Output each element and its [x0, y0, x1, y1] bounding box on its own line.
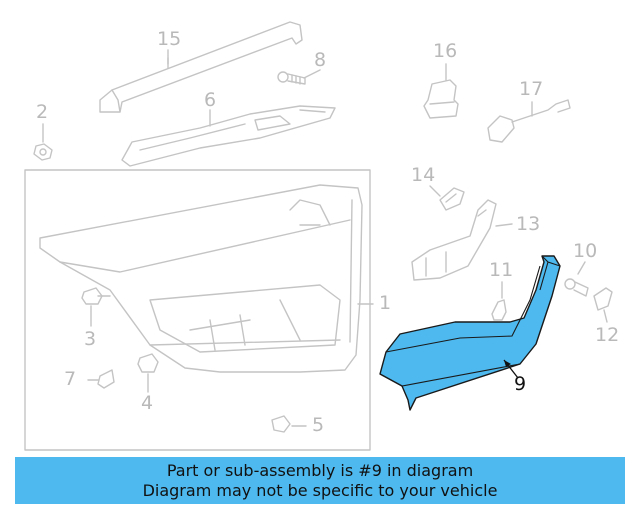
- parts-diagram: [24, 21, 613, 451]
- callout-12[interactable]: 12: [595, 324, 620, 346]
- part-3-shape: [81, 287, 111, 305]
- callout-8[interactable]: 8: [314, 49, 327, 71]
- info-banner: Part or sub-assembly is #9 in diagram Di…: [15, 457, 625, 504]
- part-17-shape: [487, 99, 571, 143]
- part-12-shape: [593, 287, 613, 311]
- callout-17[interactable]: 17: [519, 78, 544, 100]
- callout-7[interactable]: 7: [64, 368, 77, 390]
- part-16-shape: [423, 79, 459, 119]
- part-13-shape: [411, 199, 497, 281]
- callout-11[interactable]: 11: [489, 259, 514, 281]
- callout-16[interactable]: 16: [433, 40, 458, 62]
- part-11-shape: [491, 299, 507, 321]
- part-5-shape: [271, 415, 291, 433]
- banner-line-1: Part or sub-assembly is #9 in diagram: [166, 460, 474, 480]
- callout-9[interactable]: 9: [514, 373, 527, 395]
- callout-5[interactable]: 5: [312, 414, 325, 436]
- leader-arrow-9: [504, 360, 511, 367]
- callout-14[interactable]: 14: [411, 164, 436, 186]
- part-8-shape: [277, 71, 306, 85]
- part-15-shape: [99, 21, 303, 113]
- callout-6[interactable]: 6: [204, 89, 217, 111]
- callout-13[interactable]: 13: [516, 213, 541, 235]
- leader-lines: [42, 49, 608, 427]
- callout-3[interactable]: 3: [84, 328, 97, 350]
- part-1-shape: [24, 169, 371, 451]
- callout-10[interactable]: 10: [573, 240, 598, 262]
- banner-line-2: Diagram may not be specific to your vehi…: [142, 480, 498, 500]
- part-14-shape: [439, 187, 465, 211]
- part-2-shape: [33, 143, 53, 161]
- part-10-shape: [564, 278, 589, 297]
- callout-2[interactable]: 2: [36, 101, 49, 123]
- part-7-shape: [97, 369, 115, 389]
- callout-1[interactable]: 1: [379, 292, 392, 314]
- callout-15[interactable]: 15: [157, 28, 182, 50]
- part-4-shape: [137, 353, 159, 373]
- callout-4[interactable]: 4: [141, 392, 154, 414]
- part-9-shape[interactable]: [379, 255, 561, 411]
- part-6-shape: [121, 105, 336, 167]
